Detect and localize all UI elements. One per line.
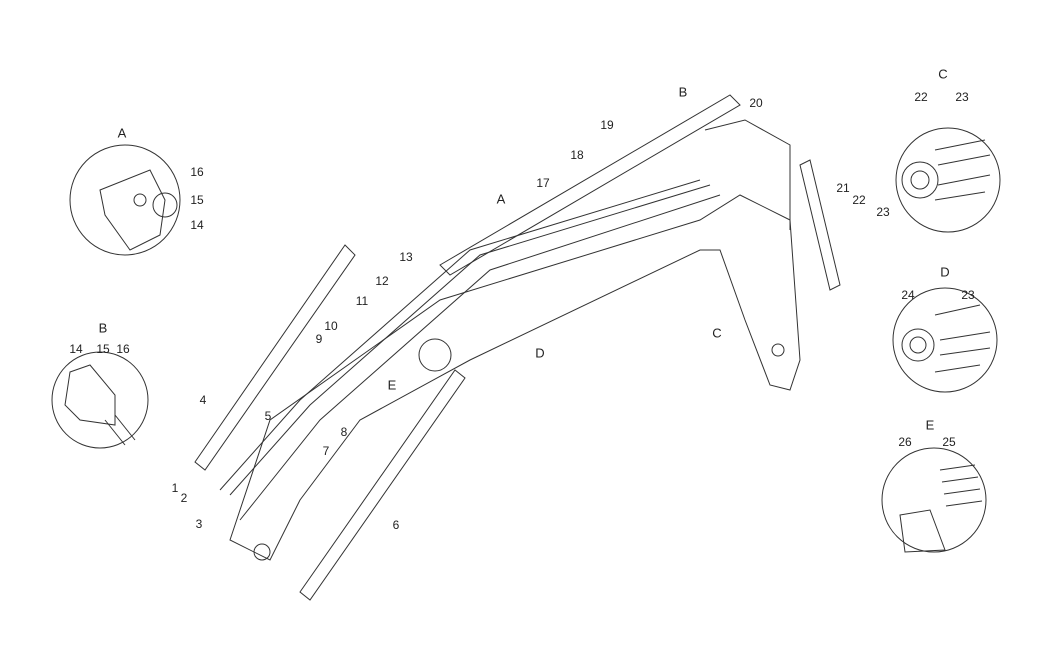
callout: 6: [392, 518, 400, 532]
detail-c-title: C: [938, 66, 948, 82]
detail-a-circle: [69, 144, 181, 256]
boom-cylinder-right: [299, 369, 466, 601]
callout: 16: [190, 165, 204, 179]
callout: 2: [180, 491, 188, 505]
callout: 20: [749, 96, 763, 110]
callout: 1: [171, 481, 179, 495]
detail-ref-a: A: [496, 191, 506, 207]
callout: 17: [536, 176, 550, 190]
callout: 13: [399, 250, 413, 264]
callout: 4: [199, 393, 207, 407]
callout: 23: [876, 205, 890, 219]
detail-e-circle: [881, 447, 987, 553]
callout: 9: [315, 332, 323, 346]
detail-b-title: B: [98, 320, 108, 336]
callout: 23: [961, 288, 975, 302]
callout: 14: [69, 342, 83, 356]
callout: 18: [570, 148, 584, 162]
detail-e-title: E: [925, 417, 935, 433]
callout: 15: [190, 193, 204, 207]
callout: 5: [264, 409, 272, 423]
callout: 24: [901, 288, 915, 302]
boom-cylinder-left: [194, 244, 356, 471]
boom-body: [229, 194, 801, 561]
callout: 15: [96, 342, 110, 356]
detail-b-part: [64, 364, 116, 426]
detail-d-title: D: [940, 264, 950, 280]
callout: 3: [195, 517, 203, 531]
callout: 22: [852, 193, 866, 207]
callout: 21: [836, 181, 850, 195]
detail-ref-e: E: [387, 377, 397, 393]
callout: 14: [190, 218, 204, 232]
callout: 16: [116, 342, 130, 356]
detail-a-title: A: [117, 125, 127, 141]
callout: 25: [942, 435, 956, 449]
detail-ref-d: D: [535, 345, 545, 361]
detail-d-circle: [892, 287, 998, 393]
detail-ref-b: B: [678, 84, 688, 100]
callout: 23: [955, 90, 969, 104]
detail-c-circle: [895, 127, 1001, 233]
arm-cylinder: [439, 94, 741, 276]
callout: 10: [324, 319, 338, 333]
detail-a-part: [99, 169, 166, 251]
callout: 26: [898, 435, 912, 449]
callout: 11: [355, 294, 369, 308]
detail-b-circle: [51, 351, 149, 449]
callout: 12: [375, 274, 389, 288]
callout: 7: [322, 444, 330, 458]
detail-ref-c: C: [712, 325, 722, 341]
callout: 22: [914, 90, 928, 104]
callout: 19: [600, 118, 614, 132]
callout: 8: [340, 425, 348, 439]
bucket-cylinder: [799, 159, 841, 291]
